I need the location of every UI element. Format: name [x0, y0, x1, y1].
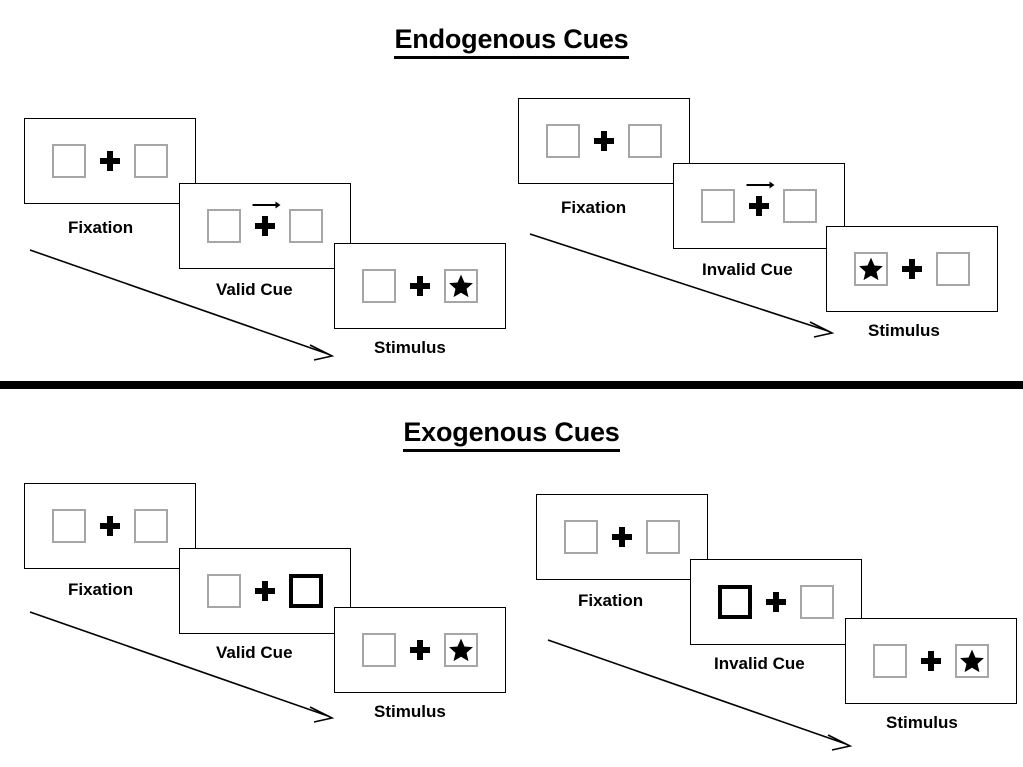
- plus-icon: [100, 151, 120, 171]
- placeholder-box-left[interactable]: [362, 633, 396, 667]
- arrow-right-icon: [746, 181, 775, 189]
- placeholder-box-left[interactable]: [52, 144, 86, 178]
- trial-panel-stimulus[interactable]: [826, 226, 998, 312]
- placeholder-box-left[interactable]: [564, 520, 598, 554]
- placeholder-box-left[interactable]: [873, 644, 907, 678]
- panel-content: [854, 252, 970, 286]
- trial-panel-invalid-cue[interactable]: [690, 559, 862, 645]
- fixation-cross-wrap: [86, 151, 134, 171]
- section-title-endogenous-text: Endogenous Cues: [394, 24, 629, 59]
- trial-panel-stimulus[interactable]: [334, 607, 506, 693]
- placeholder-box-right[interactable]: [800, 585, 834, 619]
- stimulus-box-right[interactable]: [955, 644, 989, 678]
- stimulus-box-right[interactable]: [444, 633, 478, 667]
- sequence-arrow-exogenous-invalid: [547, 639, 853, 751]
- trial-panel-valid-cue[interactable]: [179, 548, 351, 634]
- placeholder-box-right[interactable]: [134, 509, 168, 543]
- panel-caption-fixation: Fixation: [68, 580, 134, 599]
- fixation-cross-wrap: [241, 201, 289, 236]
- panel-content: [546, 124, 662, 158]
- section-divider: [0, 381, 1023, 389]
- star-icon: [449, 638, 473, 662]
- panel-content: [718, 585, 834, 619]
- fixation-cross-wrap: [907, 651, 955, 671]
- fixation-cross-wrap: [86, 516, 134, 536]
- plus-icon: [255, 581, 275, 601]
- fixation-cross-wrap: [735, 181, 783, 216]
- stimulus-box-right[interactable]: [444, 269, 478, 303]
- arrow-right-icon: [252, 201, 281, 209]
- placeholder-box-right[interactable]: [936, 252, 970, 286]
- placeholder-box-right[interactable]: [646, 520, 680, 554]
- panel-caption-fixation: Fixation: [578, 591, 644, 610]
- trial-panel-fixation[interactable]: [536, 494, 708, 580]
- placeholder-box-right[interactable]: [628, 124, 662, 158]
- cued-box-right[interactable]: [289, 574, 323, 608]
- fixation-cross-wrap: [396, 276, 444, 296]
- fixation-cross-wrap: [598, 527, 646, 547]
- plus-icon: [255, 216, 275, 236]
- star-icon: [449, 274, 473, 298]
- fixation-cross-wrap: [241, 581, 289, 601]
- trial-panel-fixation[interactable]: [24, 118, 196, 204]
- panel-content: [701, 181, 817, 223]
- placeholder-box-right[interactable]: [289, 209, 323, 243]
- trial-panel-stimulus[interactable]: [845, 618, 1017, 704]
- fixation-cross-wrap: [888, 259, 936, 279]
- fixation-cross-wrap: [752, 592, 800, 612]
- placeholder-box-left[interactable]: [546, 124, 580, 158]
- plus-icon: [766, 592, 786, 612]
- plus-icon: [410, 276, 430, 296]
- trial-panel-valid-cue[interactable]: [179, 183, 351, 269]
- panel-content: [207, 201, 323, 243]
- panel-content: [873, 644, 989, 678]
- panel-caption-stimulus: Stimulus: [868, 321, 940, 340]
- plus-icon: [902, 259, 922, 279]
- section-title-exogenous-text: Exogenous Cues: [403, 417, 620, 452]
- trial-panel-fixation[interactable]: [518, 98, 690, 184]
- plus-icon: [612, 527, 632, 547]
- panel-caption-stimulus: Stimulus: [374, 338, 446, 357]
- placeholder-box-left[interactable]: [362, 269, 396, 303]
- star-icon: [859, 257, 883, 281]
- panel-content: [564, 520, 680, 554]
- panel-content: [52, 144, 168, 178]
- panel-caption-fixation: Fixation: [561, 198, 627, 217]
- section-title-exogenous: Exogenous Cues: [0, 417, 1023, 452]
- section-title-endogenous: Endogenous Cues: [0, 24, 1023, 59]
- placeholder-box-left[interactable]: [207, 574, 241, 608]
- plus-icon: [594, 131, 614, 151]
- placeholder-box-left[interactable]: [52, 509, 86, 543]
- fixation-cross-wrap: [580, 131, 628, 151]
- placeholder-box-left[interactable]: [207, 209, 241, 243]
- panel-caption-fixation: Fixation: [68, 218, 134, 237]
- panel-content: [207, 574, 323, 608]
- plus-icon: [410, 640, 430, 660]
- star-icon: [960, 649, 984, 673]
- placeholder-box-left[interactable]: [701, 189, 735, 223]
- plus-icon: [100, 516, 120, 536]
- panel-caption-invalid-cue: Invalid Cue: [714, 654, 805, 673]
- panel-caption-valid-cue: Valid Cue: [216, 643, 293, 662]
- fixation-cross-wrap: [396, 640, 444, 660]
- plus-icon: [749, 196, 769, 216]
- panel-caption-stimulus: Stimulus: [374, 702, 446, 721]
- panel-content: [362, 633, 478, 667]
- panel-caption-stimulus: Stimulus: [886, 713, 958, 732]
- placeholder-box-right[interactable]: [783, 189, 817, 223]
- panel-content: [362, 269, 478, 303]
- stimulus-box-left[interactable]: [854, 252, 888, 286]
- plus-icon: [921, 651, 941, 671]
- trial-panel-stimulus[interactable]: [334, 243, 506, 329]
- panel-content: [52, 509, 168, 543]
- panel-caption-invalid-cue: Invalid Cue: [702, 260, 793, 279]
- panel-caption-valid-cue: Valid Cue: [216, 280, 293, 299]
- placeholder-box-right[interactable]: [134, 144, 168, 178]
- cued-box-left[interactable]: [718, 585, 752, 619]
- trial-panel-invalid-cue[interactable]: [673, 163, 845, 249]
- trial-panel-fixation[interactable]: [24, 483, 196, 569]
